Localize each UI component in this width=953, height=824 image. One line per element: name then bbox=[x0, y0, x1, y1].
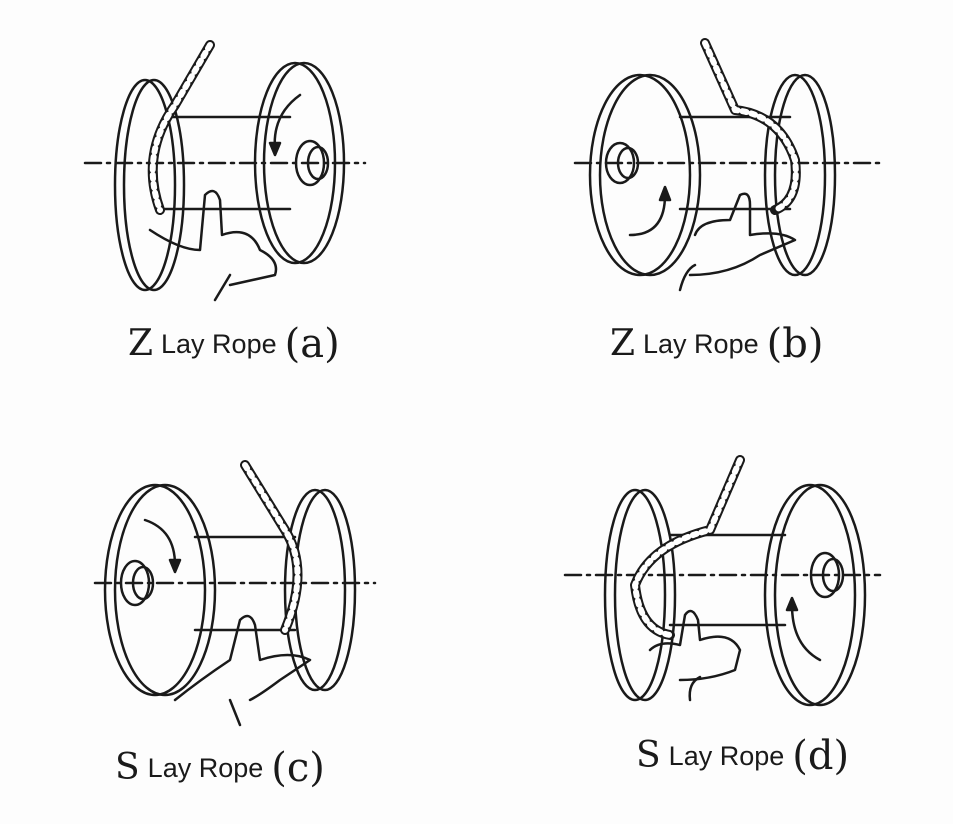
lay-letter: S bbox=[636, 735, 661, 776]
hand bbox=[648, 609, 742, 682]
lay-text: Lay Rope bbox=[643, 329, 759, 359]
hand bbox=[173, 614, 312, 702]
hub bbox=[809, 551, 841, 599]
hub bbox=[294, 139, 326, 187]
spool-drawing-d bbox=[563, 455, 882, 707]
rotation-arrow bbox=[790, 603, 822, 662]
right-flange bbox=[253, 61, 337, 265]
hand bbox=[688, 192, 797, 277]
spool-drawing-c bbox=[93, 460, 377, 727]
right-flange bbox=[283, 488, 347, 692]
rope-strand bbox=[630, 455, 745, 640]
left-flange bbox=[603, 488, 667, 702]
lay-text: Lay Rope bbox=[147, 753, 264, 783]
lay-text: Lay Rope bbox=[161, 329, 277, 359]
right-flange bbox=[763, 73, 827, 277]
panel-tag: (c) bbox=[271, 745, 325, 791]
panel-b bbox=[570, 35, 890, 305]
panel-tag: (b) bbox=[766, 321, 824, 367]
hub bbox=[604, 141, 636, 185]
panel-tag: (d) bbox=[792, 733, 850, 779]
spool-drawing-a bbox=[83, 40, 367, 302]
panel-d bbox=[560, 455, 890, 715]
rotation-arrow bbox=[628, 193, 667, 237]
lay-letter: Z bbox=[610, 323, 636, 364]
panel-a bbox=[80, 35, 380, 305]
panel-c bbox=[90, 460, 390, 730]
rotation-arrow bbox=[143, 518, 177, 567]
left-flange bbox=[103, 483, 207, 697]
left-flange bbox=[113, 78, 177, 292]
lay-letter: S bbox=[115, 747, 140, 788]
lay-text: Lay Rope bbox=[668, 741, 785, 771]
hub bbox=[119, 559, 151, 607]
spool-drawing-b bbox=[573, 38, 882, 292]
rope-strand bbox=[240, 460, 303, 635]
panel-tag: (a) bbox=[284, 321, 340, 367]
right-flange bbox=[763, 483, 857, 707]
hand bbox=[148, 189, 278, 287]
lay-letter: Z bbox=[128, 323, 154, 364]
left-flange bbox=[588, 73, 692, 277]
